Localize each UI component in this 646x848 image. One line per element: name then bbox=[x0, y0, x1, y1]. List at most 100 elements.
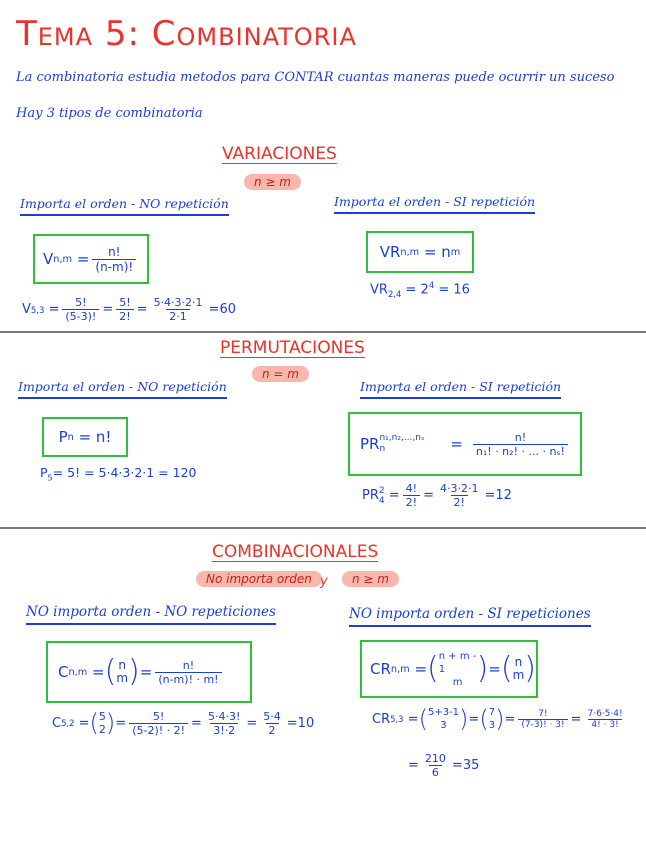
pr-formula-sub: n bbox=[379, 444, 386, 454]
cr-formula-lhs: CR bbox=[370, 660, 391, 678]
pr-ex-lhs: PR bbox=[362, 488, 379, 503]
permutaciones-condition: n = m bbox=[252, 366, 309, 382]
cr-ex-den3: 6 bbox=[428, 765, 442, 779]
v-ex-den2: 2! bbox=[116, 309, 134, 323]
cr-binom1-bottom: m bbox=[452, 676, 463, 688]
pr-ex-den1: 2! bbox=[402, 495, 421, 509]
vr-ex-lhs: VR bbox=[370, 282, 388, 298]
pr-ex-sup: 2 bbox=[378, 485, 385, 496]
v-ex-result: 60 bbox=[219, 302, 236, 317]
pr-ex-num1: 4! bbox=[405, 482, 418, 495]
cr-ex-b2-bottom: 3 bbox=[488, 720, 496, 731]
v-formula-frac: n!(n-m)! bbox=[92, 244, 137, 274]
v-ex-sub: 5,3 bbox=[30, 304, 45, 315]
cr-formula-sub: n,m bbox=[390, 663, 410, 675]
v-ex-den3: 2·1 bbox=[166, 309, 190, 323]
v-formula-sub: n,m bbox=[53, 253, 73, 265]
vr-ex-result: 16 bbox=[453, 282, 470, 298]
cr-ex-b1-bottom: 3 bbox=[440, 720, 447, 731]
c-ex-num1: 5! bbox=[152, 709, 165, 723]
permutaciones-left-subtitle: Importa el orden - NO repetición bbox=[18, 379, 227, 399]
c-ex-num2: 5·4·3! bbox=[207, 709, 241, 723]
pr-formula-frac: n!n₁! · n₂! · ... · nₛ! bbox=[472, 430, 568, 458]
permutaciones-right-subtitle: Importa el orden - SI repetición bbox=[360, 379, 562, 399]
c-binom-bottom: m bbox=[116, 671, 129, 685]
variaciones-heading: VARIACIONES bbox=[222, 144, 337, 164]
variaciones-condition: n ≥ m bbox=[244, 174, 301, 190]
vr-ex-sup: 4 bbox=[428, 280, 435, 290]
c-ex-binom-bottom: 2 bbox=[98, 723, 106, 736]
cr-ex-b1-top: 5+3-1 bbox=[427, 707, 460, 718]
cr-ex-b2-top: 7 bbox=[488, 707, 496, 718]
c-ex-sub: 5,2 bbox=[61, 718, 75, 728]
c-ex-frac1: 5!(5-2)! · 2! bbox=[129, 709, 189, 737]
cr-ex-num1: 7! bbox=[538, 708, 548, 719]
c-ex-den2: 3!·2 bbox=[210, 722, 239, 737]
cr-ex-den1: (7-3)! · 3! bbox=[518, 718, 568, 730]
divider-1 bbox=[0, 331, 646, 333]
intro-line-1: La combinatoria estudia metodos para CON… bbox=[16, 70, 615, 85]
v-ex-num2: 5! bbox=[119, 296, 131, 309]
vr-example: VR2,4 = 24 = 16 bbox=[370, 280, 470, 299]
c-formula-frac: n!(n-m)! · m! bbox=[155, 658, 222, 686]
pr-ex-sub: 4 bbox=[378, 495, 385, 506]
c-formula-num: n! bbox=[182, 658, 195, 672]
p-formula-lhs: P bbox=[58, 428, 68, 446]
v-formula-den: (n-m)! bbox=[92, 258, 137, 274]
v-formula-num: n! bbox=[108, 244, 121, 259]
c-ex-result: 10 bbox=[297, 715, 315, 731]
p-ex-sub: 5 bbox=[47, 472, 53, 483]
divider-2 bbox=[0, 527, 646, 529]
c-ex-den1: (5-2)! · 2! bbox=[129, 722, 189, 737]
c-ex-num3: 5·4 bbox=[263, 709, 281, 723]
pr-formula-sup: n₁,n₂,...,nₛ bbox=[379, 433, 425, 443]
c-ex-den3: 2 bbox=[265, 722, 279, 737]
c-ex-binom-top: 5 bbox=[98, 710, 106, 723]
comb-left-subtitle: NO importa orden - NO repeticiones bbox=[26, 604, 276, 625]
combinacionales-heading: COMBINACIONALES bbox=[212, 542, 379, 562]
vr-formula-lhs: VR bbox=[379, 243, 401, 261]
pr-ex-result: 12 bbox=[495, 488, 512, 503]
v-ex-lhs: V bbox=[22, 302, 31, 317]
pr-ex-frac1: 4!2! bbox=[402, 482, 421, 509]
p-example: P5= 5! = 5·4·3·2·1 = 120 bbox=[40, 465, 197, 483]
cr-ex-num2: 7·6·5·4! bbox=[587, 708, 623, 719]
variaciones-left-subtitle: Importa el orden - NO repetición bbox=[20, 196, 229, 216]
cr-ex-lhs: CR bbox=[372, 711, 391, 727]
p-formula-rhs: n! bbox=[95, 428, 112, 446]
v-ex-num3: 5·4·3·2·1 bbox=[153, 296, 203, 309]
v-ex-frac2: 5!2! bbox=[116, 296, 134, 323]
pr-formula-num: n! bbox=[514, 430, 527, 444]
comb-connector: y bbox=[320, 574, 328, 589]
c-ex-frac2: 5·4·3!3!·2 bbox=[205, 710, 243, 737]
vr-ex-rhs: 2 bbox=[420, 282, 429, 298]
p-formula-sub: n bbox=[67, 431, 74, 443]
c-formula-lhs: C bbox=[58, 663, 69, 681]
v-ex-num1: 5! bbox=[75, 296, 87, 309]
cr-ex-frac1: 7!(7-3)! · 3! bbox=[518, 708, 568, 730]
cr-ex-den2: 4! · 3! bbox=[588, 718, 622, 730]
cr-ex-frac2: 7·6·5·4!4! · 3! bbox=[585, 709, 626, 730]
pr-formula-den: n₁! · n₂! · ... · nₛ! bbox=[472, 443, 568, 458]
variaciones-right-subtitle: Importa el orden - SI repetición bbox=[334, 194, 536, 214]
cr-ex-binom1: 5+3-1 3 bbox=[428, 706, 459, 732]
comb-condition-1: No importa orden bbox=[196, 571, 322, 587]
